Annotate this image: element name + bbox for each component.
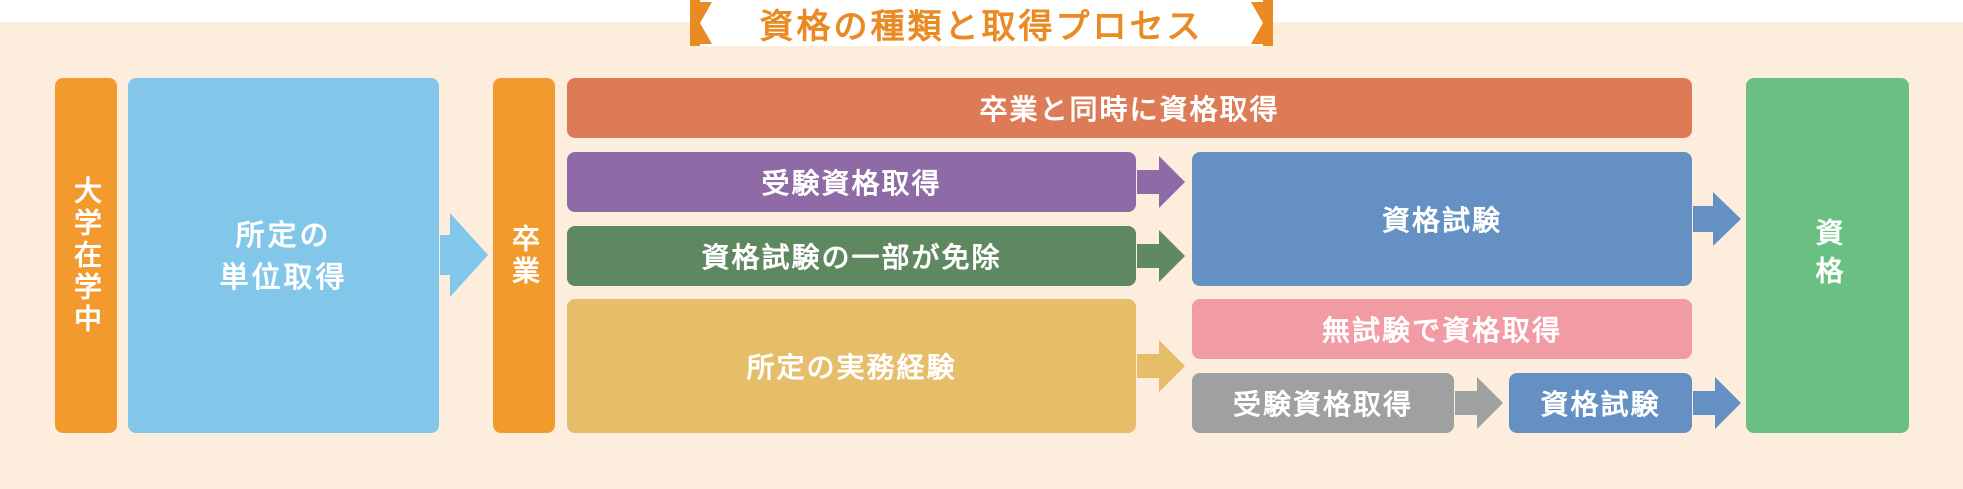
exam-eligibility-box: 受験資格取得 bbox=[567, 152, 1136, 212]
credits-box: 所定の 単位取得 bbox=[128, 78, 439, 433]
partial-exemption-label: 資格試験の一部が免除 bbox=[701, 241, 1002, 274]
arrow-right-icon bbox=[1137, 156, 1185, 208]
arrow-right-icon bbox=[440, 213, 488, 297]
exam-2-box: 資格試験 bbox=[1509, 373, 1692, 433]
exam-label: 資格試験 bbox=[1381, 204, 1502, 237]
arrow-right-icon bbox=[1455, 377, 1503, 429]
no-exam-label: 無試験で資格取得 bbox=[1321, 314, 1562, 347]
credits-label: 所定の 単位取得 bbox=[219, 217, 348, 294]
partial-exemption-box: 資格試験の一部が免除 bbox=[567, 226, 1136, 286]
exam-eligibility-2-label: 受験資格取得 bbox=[1232, 388, 1413, 421]
qualification-label: 資格 bbox=[1811, 217, 1845, 294]
graduation-qualify-box: 卒業と同時に資格取得 bbox=[567, 78, 1692, 138]
graduation-qualify-label: 卒業と同時に資格取得 bbox=[979, 93, 1280, 126]
no-exam-box: 無試験で資格取得 bbox=[1192, 299, 1692, 359]
qualification-box: 資格 bbox=[1746, 78, 1909, 433]
university-label: 大学在学中 bbox=[70, 175, 103, 336]
arrow-right-icon bbox=[1693, 192, 1741, 246]
right-bracket-icon bbox=[1251, 0, 1273, 46]
exam-eligibility-label: 受験資格取得 bbox=[761, 167, 942, 200]
exam-box: 資格試験 bbox=[1192, 152, 1692, 286]
left-bracket-icon bbox=[690, 0, 712, 46]
arrow-right-icon bbox=[1693, 377, 1741, 429]
graduation-box: 卒業 bbox=[493, 78, 555, 433]
title-banner: 資格の種類と取得プロセス bbox=[690, 0, 1273, 47]
arrow-right-icon bbox=[1137, 230, 1185, 282]
exam-eligibility-2-box: 受験資格取得 bbox=[1192, 373, 1454, 433]
work-experience-label: 所定の実務経験 bbox=[746, 351, 957, 384]
diagram-title: 資格の種類と取得プロセス bbox=[759, 6, 1204, 47]
arrow-right-icon bbox=[1137, 340, 1185, 392]
graduation-label: 卒業 bbox=[508, 223, 541, 288]
exam-2-label: 資格試験 bbox=[1540, 388, 1661, 421]
work-experience-box: 所定の実務経験 bbox=[567, 299, 1136, 433]
university-box: 大学在学中 bbox=[55, 78, 117, 433]
